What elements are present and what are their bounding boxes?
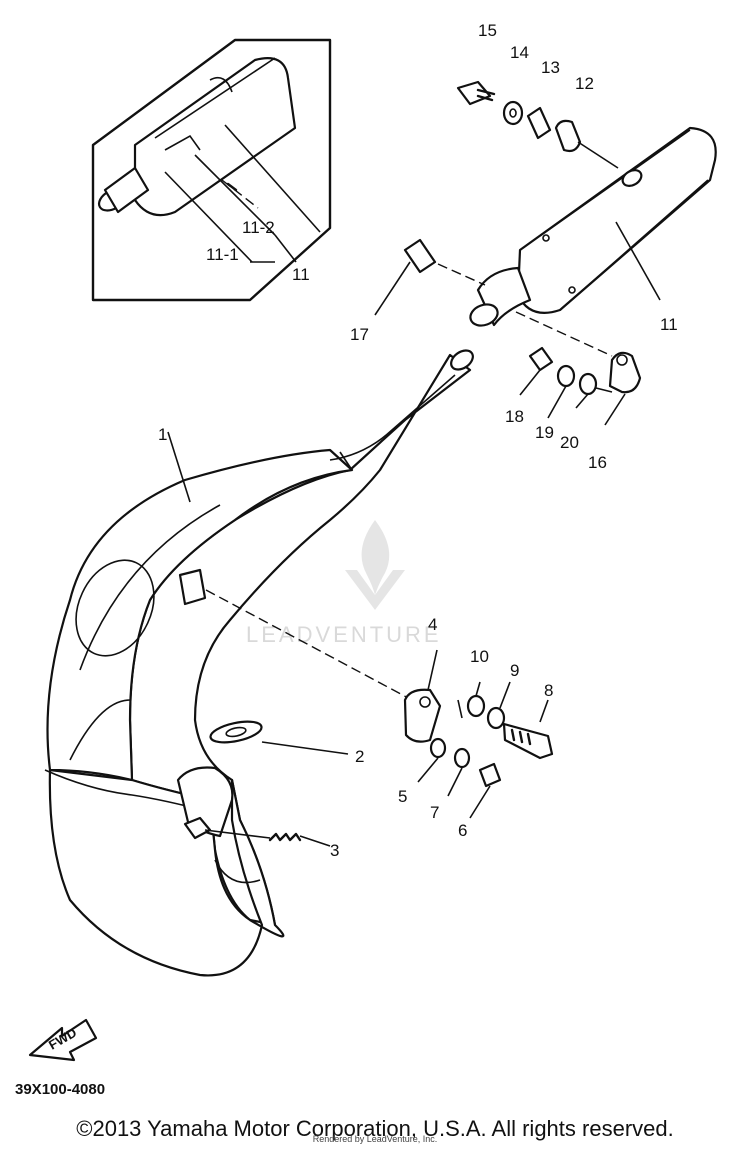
watermark-logo — [345, 520, 405, 610]
part-label-6: 6 — [458, 821, 467, 840]
grommet-stack — [456, 80, 619, 169]
part-label-10: 10 — [470, 647, 489, 666]
rendered-by-note: Rendered by LeadVenture, Inc. — [312, 1134, 438, 1144]
part-label-11-1: 11-1 — [206, 245, 239, 264]
part-label-12: 12 — [575, 74, 594, 93]
expansion-chamber — [44, 349, 474, 977]
part-label-17: 17 — [350, 325, 369, 344]
part-label-15: 15 — [478, 21, 497, 40]
part-label-5: 5 — [398, 787, 407, 806]
part-label-16: 16 — [588, 453, 607, 472]
exhaust-parts-diagram: LEADVENTURE — [15, 21, 717, 1098]
bracket-16 — [515, 311, 642, 426]
drawing-code: 39X100-4080 — [15, 1081, 105, 1098]
part-label-2: 2 — [355, 747, 364, 766]
part-label-8: 8 — [544, 681, 553, 700]
silencer — [469, 126, 717, 327]
part-label-18: 18 — [505, 407, 524, 426]
part-label-3: 3 — [330, 841, 339, 860]
exhaust-flange — [176, 720, 349, 847]
part-label-11: 11 — [660, 315, 678, 334]
part-label-9: 9 — [510, 661, 519, 680]
part-label-14: 14 — [510, 43, 529, 62]
part-label-7: 7 — [430, 803, 439, 822]
fwd-arrow-icon: FWD — [28, 1018, 98, 1062]
part-label-20: 20 — [560, 433, 579, 452]
muffler-inset-box — [91, 38, 332, 302]
copyright-notice: ©2013 Yamaha Motor Corporation, U.S.A. A… — [76, 1116, 674, 1141]
part-label-13: 13 — [541, 58, 560, 77]
collar-17 — [374, 238, 486, 316]
part-label-11-inset: 11 — [292, 265, 310, 284]
part-label-1: 1 — [158, 425, 167, 444]
part-label-4: 4 — [428, 615, 437, 634]
part-label-11-2: 11-2 — [242, 218, 275, 237]
watermark-text: LEADVENTURE — [246, 622, 442, 647]
bracket-4 — [403, 649, 554, 819]
part-label-19: 19 — [535, 423, 554, 442]
